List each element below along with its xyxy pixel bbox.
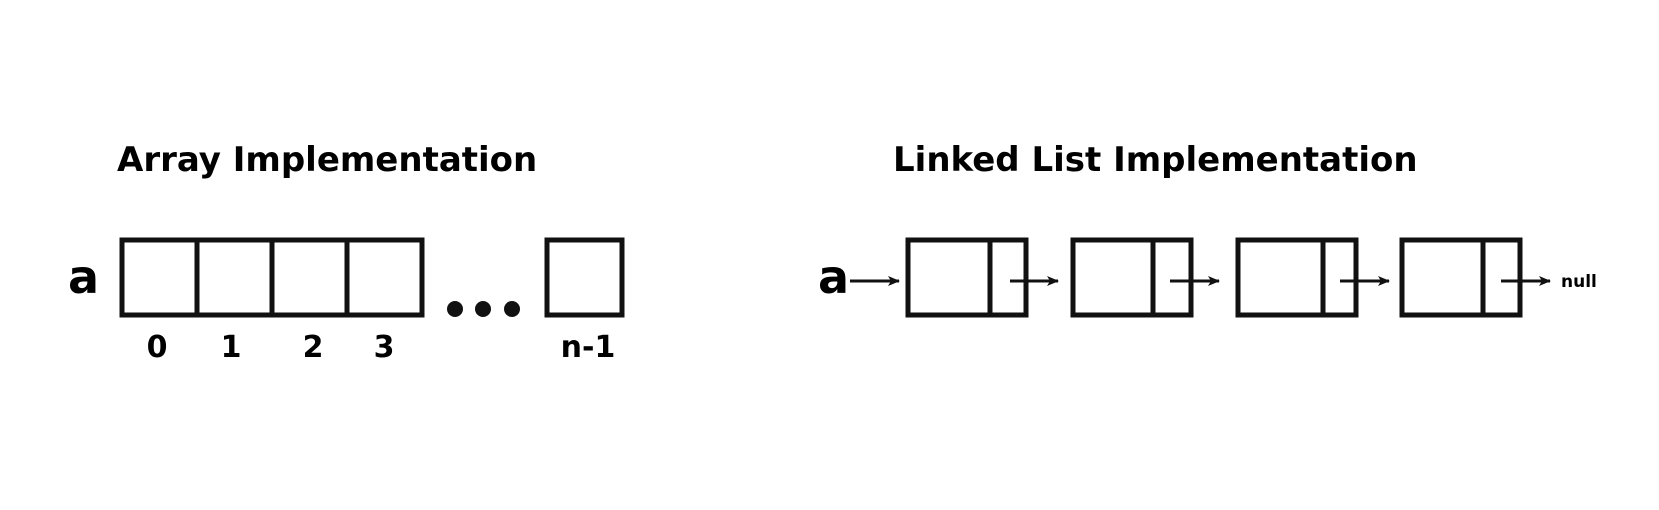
array-cell-0: [119, 237, 200, 318]
node-box: [1070, 237, 1194, 318]
node-box: [1399, 237, 1523, 318]
null-terminator-label: null: [1561, 272, 1597, 292]
array-index-label: 3: [374, 330, 395, 365]
array-diagram: Array Implementation a 0 1 2 3 n-1: [68, 140, 625, 365]
array-index-label: 0: [147, 330, 168, 365]
array-indices: 0 1 2 3 n-1: [147, 330, 616, 365]
array-cell-2: [269, 237, 350, 318]
ellipsis-dots: [447, 301, 520, 317]
node-box: [1235, 237, 1359, 318]
array-index-label: 1: [221, 330, 242, 365]
node-box: [905, 237, 1029, 318]
ellipsis-dot: [504, 301, 520, 317]
linked-list-node: [1399, 237, 1523, 318]
linked-list-node: [1235, 237, 1359, 318]
array-cell-last: [544, 237, 625, 318]
array-cell-3: [344, 237, 425, 318]
linked-list-diagram: Linked List Implementation a null: [818, 140, 1597, 318]
linked-list-var-label: a: [818, 250, 849, 304]
ellipsis-dot: [475, 301, 491, 317]
array-index-label: 2: [303, 330, 324, 365]
array-var-label: a: [68, 250, 99, 304]
array-last-index-label: n-1: [561, 330, 616, 365]
linked-list-node: [1070, 237, 1194, 318]
linked-list-node: [905, 237, 1029, 318]
array-cell-1: [194, 237, 275, 318]
array-cells: [119, 237, 425, 318]
ellipsis-dot: [447, 301, 463, 317]
array-title: Array Implementation: [117, 140, 537, 180]
linked-list-title: Linked List Implementation: [893, 140, 1418, 180]
